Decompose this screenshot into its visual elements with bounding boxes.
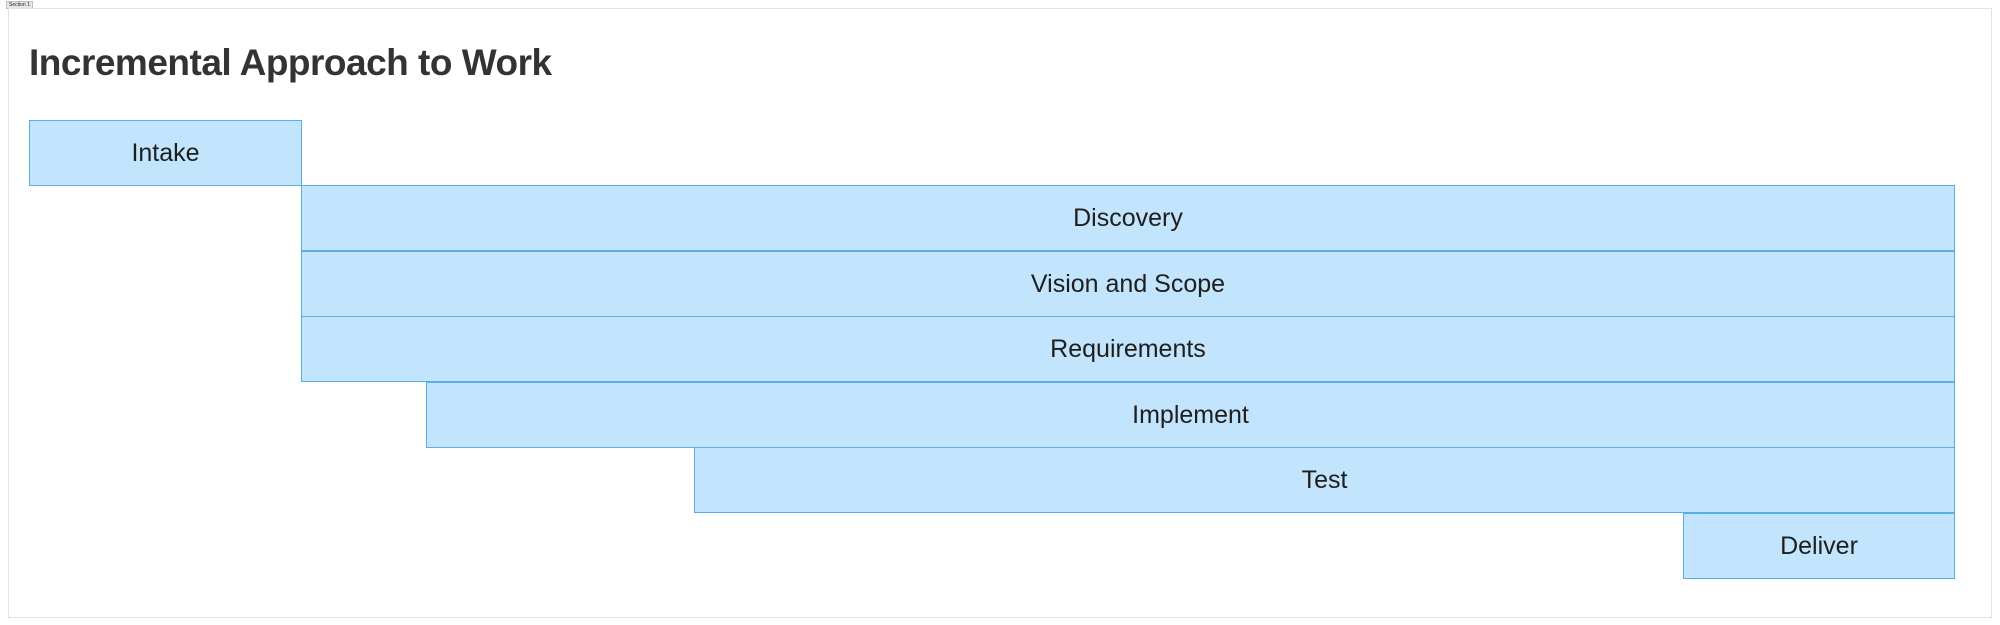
step-intake: Intake: [29, 120, 302, 186]
step-requirements: Requirements: [301, 316, 1955, 382]
diagram-title: Incremental Approach to Work: [29, 42, 552, 83]
step-discovery: Discovery: [301, 185, 1955, 251]
step-implement: Implement: [426, 382, 1955, 448]
step-vision-and-scope: Vision and Scope: [301, 251, 1955, 317]
step-deliver: Deliver: [1683, 513, 1955, 579]
step-test: Test: [694, 447, 1955, 513]
